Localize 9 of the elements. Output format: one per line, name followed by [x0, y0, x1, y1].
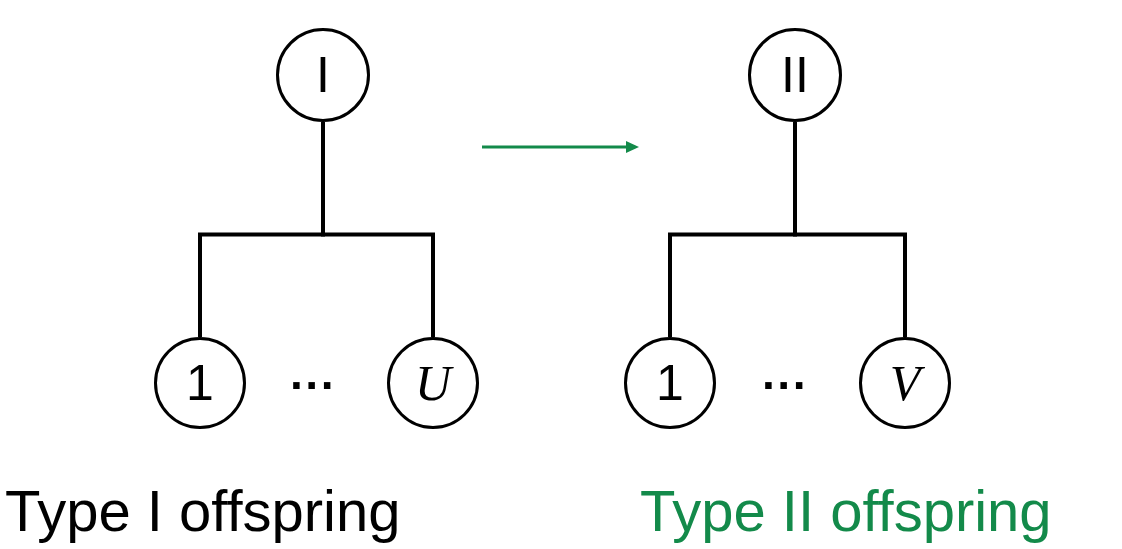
tree-connector [321, 122, 435, 337]
ellipsis: ··· [290, 362, 336, 408]
node-label: 1 [186, 358, 214, 408]
tree-connector [793, 122, 907, 337]
node-label: II [781, 50, 809, 100]
node-label: 1 [656, 358, 684, 408]
node-label: I [316, 50, 330, 100]
variable-label: U [414, 358, 452, 408]
ellipsis: ··· [762, 362, 808, 408]
